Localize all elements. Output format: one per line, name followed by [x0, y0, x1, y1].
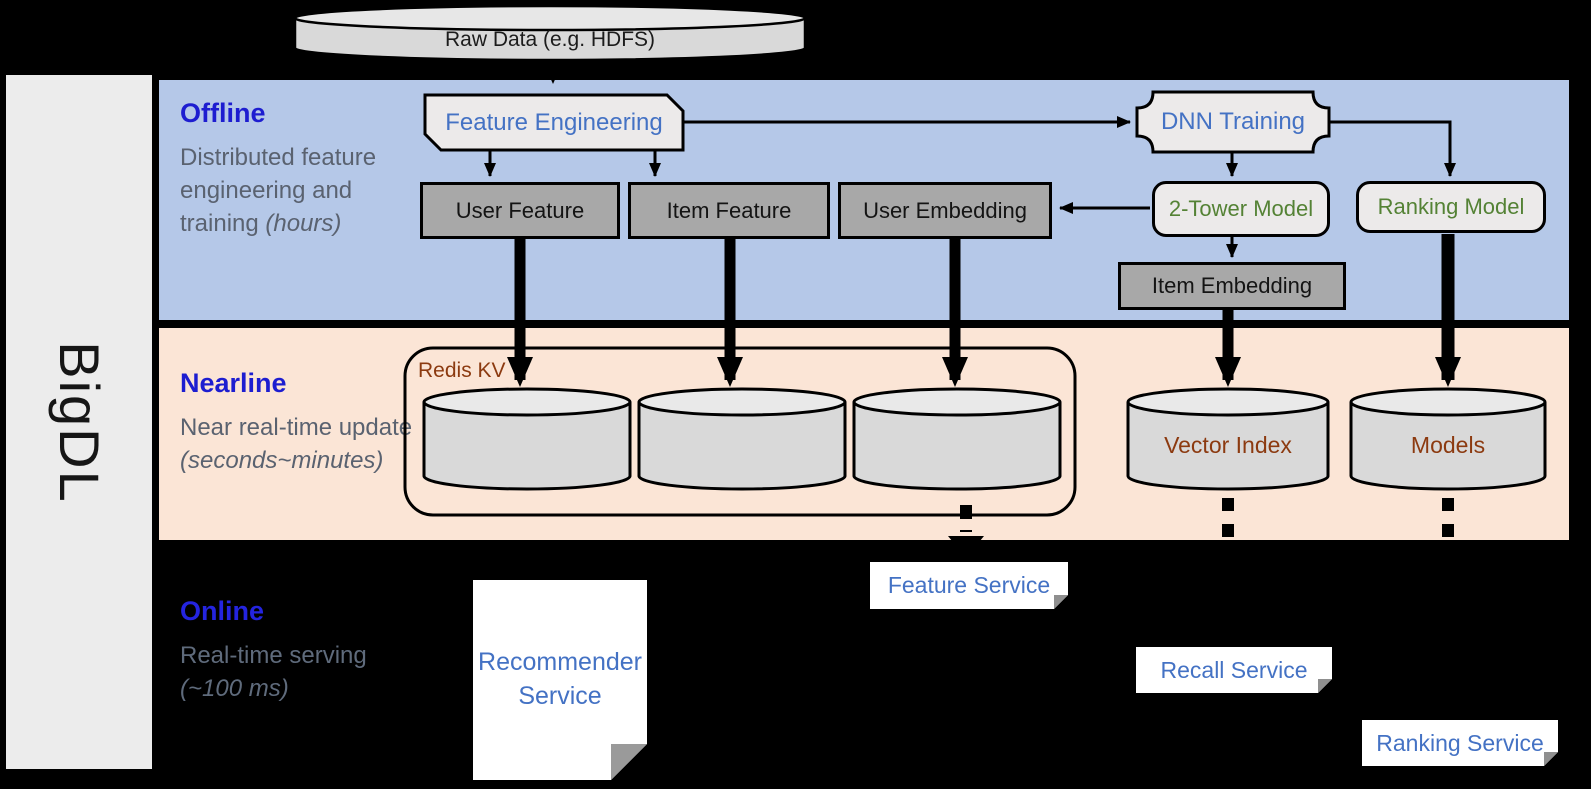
online-description: Real-time serving (~100 ms)	[180, 642, 367, 703]
ranking-model-node: Ranking Model	[1356, 181, 1546, 233]
redis-kv-label: Redis KV	[418, 359, 506, 382]
dnn-training-label: DNN Training	[1160, 108, 1306, 135]
user-feature-node: User Feature	[420, 182, 620, 239]
recall-service-node: Recall Service	[1136, 647, 1332, 693]
ranking-service-node: Ranking Service	[1362, 720, 1558, 766]
online-title: Online	[180, 596, 265, 626]
nearline-time-note: (seconds~minutes)	[180, 447, 384, 475]
models-label: Models	[1410, 431, 1486, 458]
offline-title: Offline	[180, 98, 266, 128]
bigdl-logo-text: BigDL	[47, 340, 111, 504]
recommender-service-label: Recommender Service	[478, 648, 642, 710]
two-tower-model-node: 2-Tower Model	[1152, 181, 1330, 237]
ranking-service-label: Ranking Service	[1376, 729, 1544, 756]
offline-description: Distributed feature engineering and trai…	[180, 144, 377, 238]
page-fold-icon	[611, 744, 647, 780]
vector-index-label: Vector Index	[1164, 431, 1292, 458]
recall-service-label: Recall Service	[1160, 656, 1308, 683]
page-fold-icon	[1054, 595, 1068, 609]
offline-time-note: (hours)	[265, 210, 342, 238]
nearline-section-label: Nearline Near real-time update (seconds~…	[180, 368, 440, 477]
online-section-label: Online Real-time serving (~100 ms)	[180, 596, 380, 705]
raw-data-label: Raw Data (e.g. HDFS)	[444, 28, 656, 51]
recommender-service-node: Recommender Service	[473, 580, 647, 780]
item-feature-node: Item Feature	[628, 182, 830, 239]
nearline-title: Nearline	[180, 368, 287, 398]
feature-service-label: Feature Service	[887, 572, 1051, 598]
page-fold-icon	[1318, 679, 1332, 693]
feature-service-node: Feature Service	[870, 562, 1068, 609]
item-embedding-node: Item Embedding	[1118, 262, 1346, 310]
feature-engineering-label: Feature Engineering	[445, 108, 663, 136]
offline-section-label: Offline Distributed feature engineering …	[180, 98, 405, 240]
nearline-description: Near real-time update (seconds~minutes)	[180, 414, 413, 475]
page-fold-icon	[1544, 752, 1558, 766]
online-time-note: (~100 ms)	[180, 675, 289, 703]
user-embedding-node: User Embedding	[838, 182, 1052, 239]
bigdl-sidebar: BigDL	[6, 75, 152, 769]
